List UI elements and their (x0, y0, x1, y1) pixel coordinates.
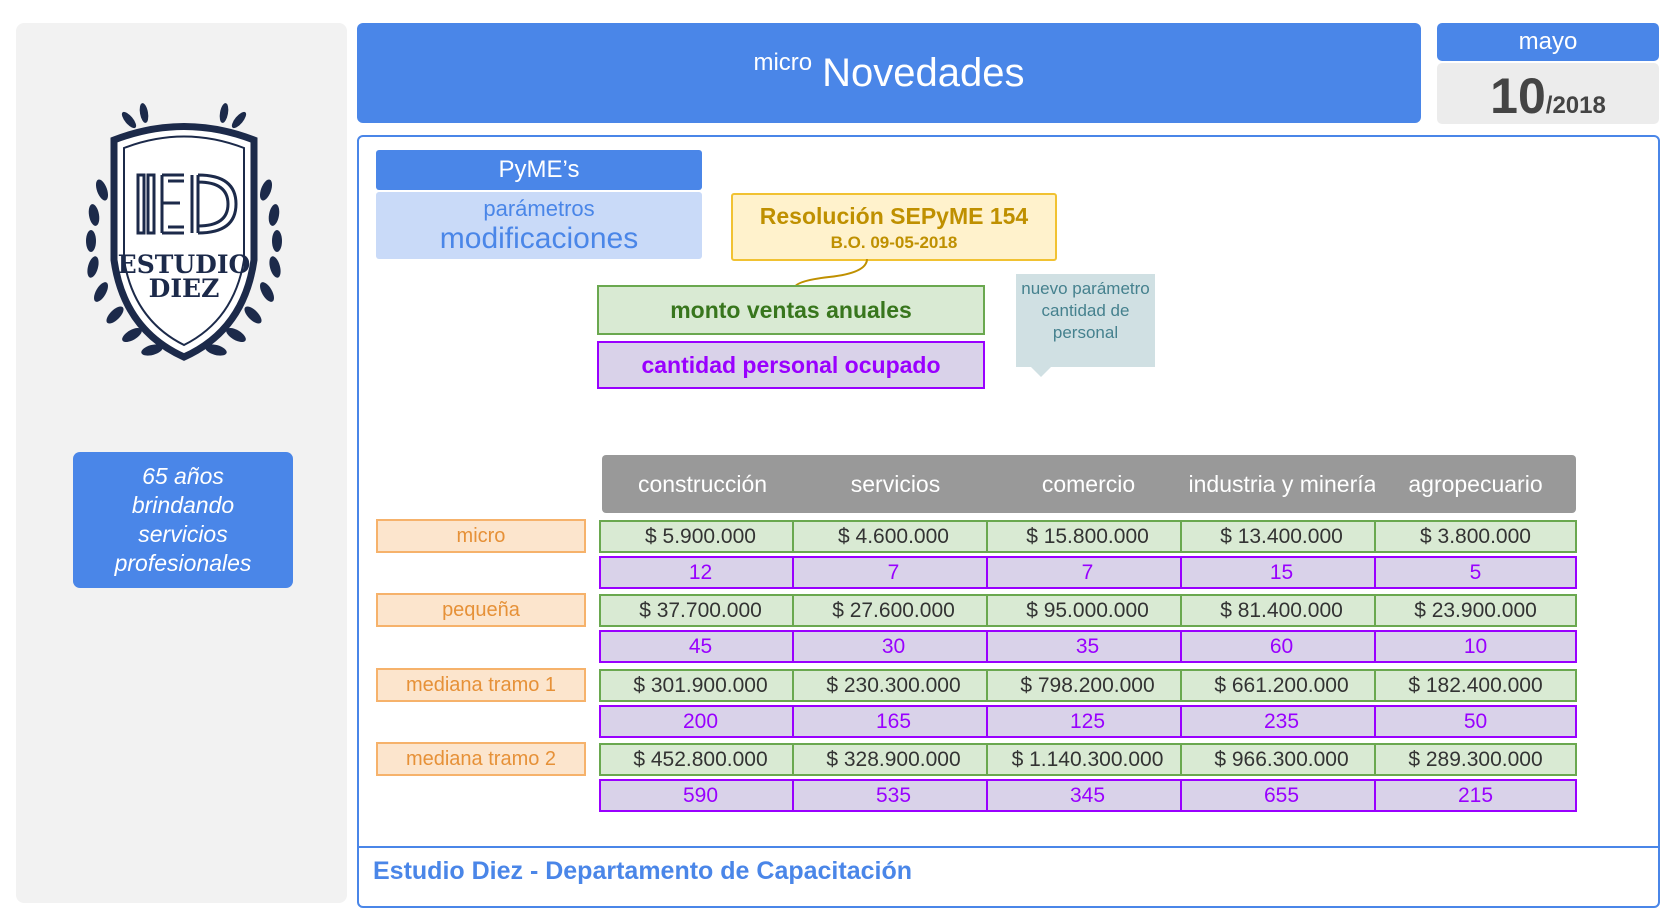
column-header: industria y minería (1182, 455, 1383, 513)
column-header: construcción (602, 455, 803, 513)
monto-cell: $ 230.300.000 (792, 669, 995, 702)
personal-cell: 5 (1374, 556, 1577, 589)
personal-cell: 215 (1374, 779, 1577, 812)
column-header: agropecuario (1375, 455, 1576, 513)
personal-cell: 200 (599, 705, 802, 738)
new-parameter-note: nuevo parámetro cantidad de personal (1016, 274, 1155, 367)
estudio-diez-logo: ESTUDIO DIEZ (86, 103, 282, 361)
page-header: micro Novedades (357, 23, 1421, 123)
monto-cell: $ 182.400.000 (1374, 669, 1577, 702)
date-day: 10 (1490, 68, 1546, 124)
row-label: micro (376, 519, 586, 553)
date-box: 10 /2018 (1437, 63, 1659, 124)
monto-cell: $ 95.000.000 (986, 594, 1189, 627)
tagline-text: 65 años brindando servicios profesionale… (114, 463, 252, 576)
personal-cell: 12 (599, 556, 802, 589)
date-month: mayo (1437, 23, 1659, 61)
note-tail (1031, 367, 1051, 377)
personal-cell: 655 (1180, 779, 1383, 812)
monto-cell: $ 15.800.000 (986, 520, 1189, 553)
resolution-box: Resolución SEPyME 154 B.O. 09-05-2018 (731, 193, 1057, 261)
monto-cell: $ 1.140.300.000 (986, 743, 1189, 776)
personal-cell: 50 (1374, 705, 1577, 738)
column-header: servicios (795, 455, 996, 513)
monto-cell: $ 301.900.000 (599, 669, 802, 702)
monto-cell: $ 4.600.000 (792, 520, 995, 553)
monto-cell: $ 289.300.000 (1374, 743, 1577, 776)
tagline-badge: 65 años brindando servicios profesionale… (73, 452, 293, 588)
monto-cell: $ 3.800.000 (1374, 520, 1577, 553)
monto-cell: $ 23.900.000 (1374, 594, 1577, 627)
resolution-bo: B.O. 09-05-2018 (830, 233, 958, 252)
legend-monto-ventas: monto ventas anuales (597, 285, 985, 335)
monto-cell: $ 27.600.000 (792, 594, 995, 627)
column-header: comercio (988, 455, 1189, 513)
personal-cell: 345 (986, 779, 1189, 812)
logo-text-diez: DIEZ (149, 274, 220, 303)
pyme-subtitle-modificaciones: modificaciones (439, 222, 639, 255)
resolution-title: Resolución SEPyME 154 (759, 203, 1029, 229)
pyme-title: PyME’s (376, 150, 702, 190)
monto-cell: $ 13.400.000 (1180, 520, 1383, 553)
personal-cell: 590 (599, 779, 802, 812)
monto-cell: $ 661.200.000 (1180, 669, 1383, 702)
row-label: pequeña (376, 593, 586, 627)
footer-text: Estudio Diez - Departamento de Capacitac… (373, 857, 912, 885)
row-label: mediana tramo 2 (376, 742, 586, 776)
personal-cell: 235 (1180, 705, 1383, 738)
personal-cell: 30 (792, 630, 995, 663)
monto-cell: $ 5.900.000 (599, 520, 802, 553)
pyme-subtitle-box: parámetros modificaciones (376, 192, 702, 259)
footer-divider (359, 846, 1658, 848)
monto-cell: $ 798.200.000 (986, 669, 1189, 702)
monto-cell: $ 328.900.000 (792, 743, 995, 776)
monto-cell: $ 966.300.000 (1180, 743, 1383, 776)
sidebar: ESTUDIO DIEZ 65 años brindando servicios… (16, 23, 347, 903)
content-panel: PyME’s parámetros modificaciones Resoluc… (357, 135, 1660, 908)
personal-cell: 165 (792, 705, 995, 738)
personal-cell: 45 (599, 630, 802, 663)
date-year: /2018 (1545, 92, 1606, 119)
resolution-connector (793, 259, 868, 289)
row-label: mediana tramo 1 (376, 668, 586, 702)
pyme-subtitle-parametros: parámetros (483, 196, 595, 221)
personal-cell: 35 (986, 630, 1189, 663)
personal-cell: 10 (1374, 630, 1577, 663)
legend-personal-ocupado: cantidad personal ocupado (597, 341, 985, 389)
personal-cell: 535 (792, 779, 995, 812)
personal-cell: 15 (1180, 556, 1383, 589)
personal-cell: 125 (986, 705, 1189, 738)
page-title: Novedades (822, 50, 1025, 95)
personal-cell: 60 (1180, 630, 1383, 663)
personal-cell: 7 (986, 556, 1189, 589)
monto-cell: $ 452.800.000 (599, 743, 802, 776)
header-prefix: micro (753, 49, 813, 76)
monto-cell: $ 37.700.000 (599, 594, 802, 627)
monto-cell: $ 81.400.000 (1180, 594, 1383, 627)
personal-cell: 7 (792, 556, 995, 589)
logo-text-estudio: ESTUDIO (118, 250, 251, 279)
